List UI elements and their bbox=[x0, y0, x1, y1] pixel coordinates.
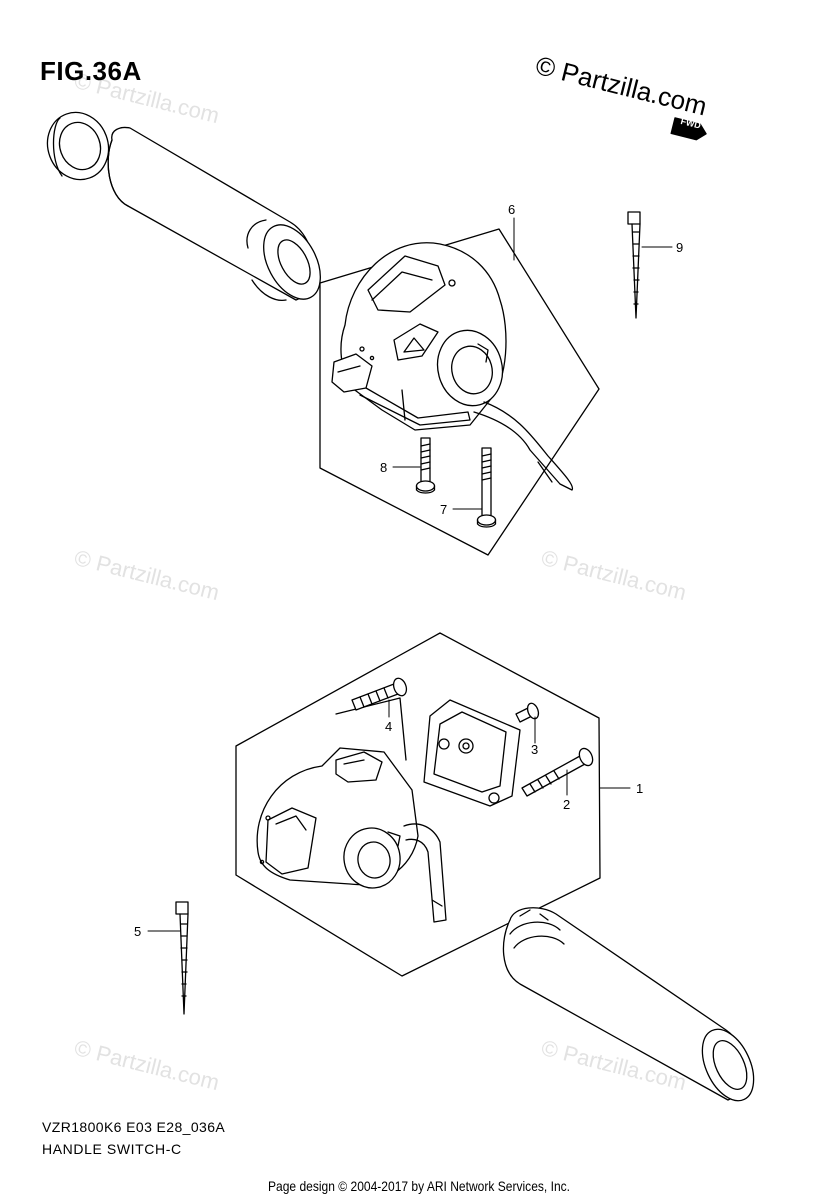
left-grip bbox=[38, 104, 332, 309]
right-grip bbox=[503, 908, 764, 1109]
page-footer: Page design © 2004-2017 by ARI Network S… bbox=[268, 1178, 571, 1194]
figure-code: VZR1800K6 E03 E28_036A bbox=[42, 1119, 226, 1135]
cable-tie-part-9 bbox=[628, 212, 640, 318]
callout-5: 5 bbox=[134, 924, 142, 939]
callout-9: 9 bbox=[676, 240, 684, 255]
upper-switch-housing bbox=[320, 229, 599, 555]
cable-tie-part-5 bbox=[176, 902, 188, 1014]
lower-switch-housing bbox=[236, 633, 600, 976]
callout-8: 8 bbox=[380, 460, 388, 475]
screw-part-2 bbox=[522, 746, 595, 796]
callout-7: 7 bbox=[440, 502, 448, 517]
screw-part-3 bbox=[516, 702, 540, 722]
callout-3: 3 bbox=[531, 742, 539, 757]
callout-4: 4 bbox=[385, 719, 393, 734]
screw-part-8 bbox=[417, 438, 435, 493]
figure-caption: HANDLE SWITCH-C bbox=[42, 1141, 182, 1157]
screw-part-7 bbox=[478, 448, 496, 527]
figure-title: FIG.36A bbox=[40, 56, 142, 86]
callout-6: 6 bbox=[508, 202, 516, 217]
callout-leaders bbox=[148, 218, 672, 931]
screw-part-4 bbox=[352, 676, 409, 710]
fwd-arrow bbox=[671, 118, 708, 142]
callout-2: 2 bbox=[563, 797, 571, 812]
callout-1: 1 bbox=[636, 781, 644, 796]
